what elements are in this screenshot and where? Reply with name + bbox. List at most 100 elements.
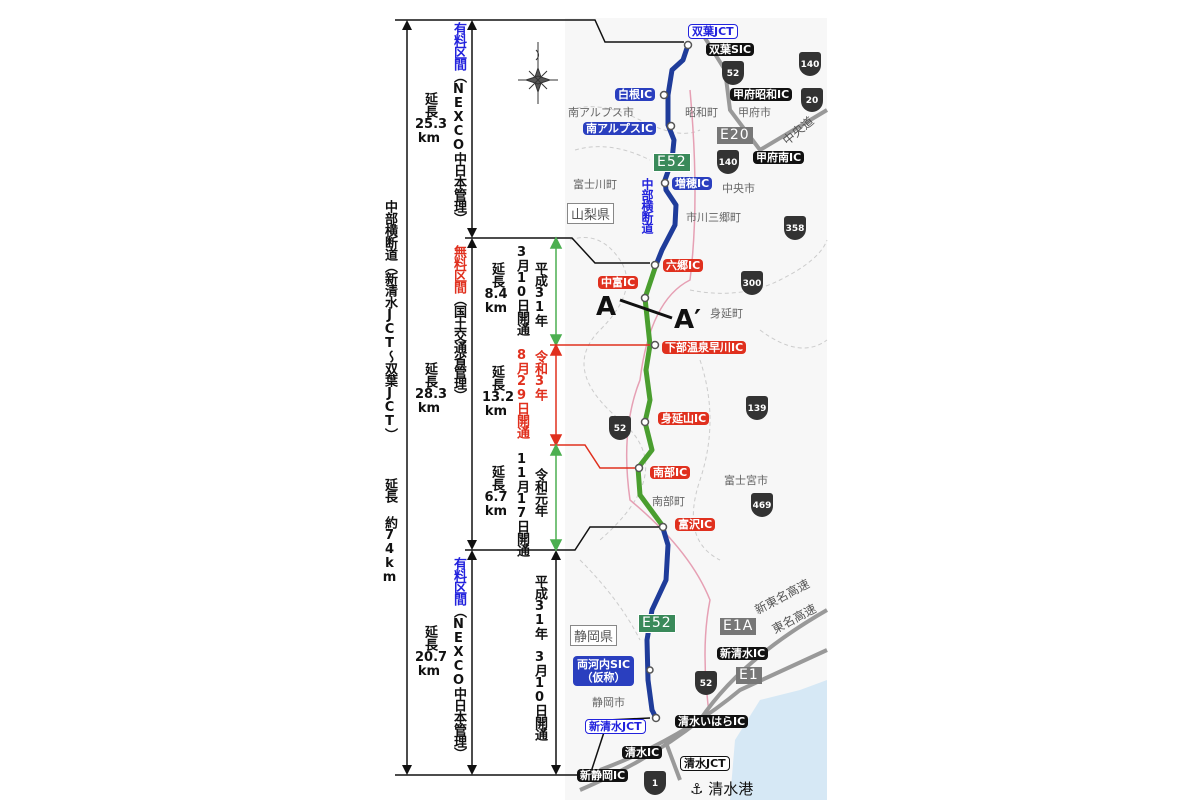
total-route-label: 中部横断道（新清水JCT～双葉JCT） <box>382 200 397 440</box>
ic-kofu-showa[interactable]: 甲府昭和IC <box>730 88 793 101</box>
ic-ryogochi[interactable]: 両河内SIC （仮称） <box>573 656 635 686</box>
length-label: 延長 <box>489 465 504 491</box>
place-shizuoka-city: 静岡市 <box>592 696 625 709</box>
manager-text: （国土交通省管理） <box>451 293 466 401</box>
anchor-icon: ⚓ <box>690 780 704 798</box>
pref-shizuoka: 静岡県 <box>570 625 618 646</box>
length-value: 8.4 <box>484 287 508 302</box>
sea <box>730 680 827 800</box>
manager-text: （NEXCO中日本管理） <box>451 605 466 759</box>
route-name-label: 中部横断道 <box>640 178 654 233</box>
ic-futaba-jct[interactable]: 双葉JCT <box>688 24 738 39</box>
place-minami-alps-city: 南アルプス市 <box>568 106 634 119</box>
compass-icon <box>518 42 558 104</box>
ic-tomizawa[interactable]: 富沢IC <box>675 518 716 531</box>
length-value: 28.3 <box>415 387 448 402</box>
ic-nanbu[interactable]: 南部IC <box>650 466 691 479</box>
pref-yamanashi: 山梨県 <box>567 203 615 224</box>
ic-tentative-note: （仮称） <box>581 671 626 684</box>
section-marker-a: A <box>596 292 617 322</box>
ic-minobusan[interactable]: 身延山IC <box>658 412 710 425</box>
length-value: 25.3 <box>415 117 448 132</box>
free-section-text: 無料区間 <box>451 245 466 293</box>
place-fujinomiya: 富士宮市 <box>724 474 768 487</box>
arrowheads <box>402 20 561 775</box>
ic-masuho[interactable]: 増穂IC <box>672 177 713 190</box>
length-unit: km <box>484 404 508 419</box>
route-shield-300: 300 <box>741 271 763 295</box>
ic-nakatomi[interactable]: 中富IC <box>598 276 639 289</box>
north-length: 延長 25.3 km <box>415 92 448 146</box>
length-value: 6.7 <box>484 490 508 505</box>
ic-shin-shizuoka[interactable]: 新静岡IC <box>577 769 629 782</box>
place-ichikawamisato: 市川三郷町 <box>686 211 741 224</box>
opening-4-date: 3月10日開通 <box>532 650 547 740</box>
length-unit: km <box>417 664 441 679</box>
length-value: 13.2 <box>482 390 515 405</box>
place-nanbu-town: 南部町 <box>652 495 685 508</box>
length-label: 延長 <box>489 262 504 288</box>
opening-3-era: 令和元年 <box>532 468 547 516</box>
route-shield-140: 140 <box>799 52 821 76</box>
highway-e1: E1 <box>736 667 762 684</box>
toll-section-text: 有料区間 <box>451 22 466 70</box>
dimension-lines <box>395 19 684 776</box>
route-shield-140: 140 <box>717 150 739 174</box>
interchange-nodes <box>634 40 693 723</box>
middle-length: 延長 28.3 km <box>415 362 448 416</box>
opening-1-era: 平成31年 <box>532 262 547 326</box>
route-shield-139: 139 <box>746 396 768 420</box>
opening-arrow-h31 <box>549 236 563 347</box>
route-shield-52: 52 <box>695 671 717 695</box>
ic-kofu-minami[interactable]: 甲府南IC <box>753 151 805 164</box>
ic-shimizu-ihara[interactable]: 清水いはらIC <box>675 715 749 728</box>
opening-2-era: 令和3年 <box>532 350 547 400</box>
length-label: 延長 <box>422 362 437 388</box>
length-unit: km <box>417 131 441 146</box>
route-shield-52: 52 <box>722 61 744 85</box>
section-line-a <box>619 298 673 320</box>
north-section-label: 有料区間（NEXCO中日本管理） <box>451 22 466 224</box>
place-chuo-city: 中央市 <box>722 182 755 195</box>
opening-2-length: 延長 13.2 km <box>482 365 515 419</box>
length-unit: km <box>484 301 508 316</box>
highway-e20: E20 <box>717 127 753 144</box>
ic-shirane[interactable]: 白根IC <box>615 88 656 101</box>
length-label: 延長 <box>489 365 504 391</box>
highway-e1a: E1A <box>720 618 757 635</box>
opening-3-date: 11月17日開通 <box>514 452 529 556</box>
middle-section-label: 無料区間（国土交通省管理） <box>451 245 466 401</box>
port-shimizu: ⚓ 清水港 <box>690 778 753 799</box>
toll-section-text: 有料区間 <box>451 557 466 605</box>
manager-text: （NEXCO中日本管理） <box>451 70 466 224</box>
opening-arrow-r3 <box>549 343 650 469</box>
opening-4-era: 平成31年 <box>532 575 547 639</box>
length-label: 延長 <box>422 625 437 651</box>
ic-rokugo[interactable]: 六郷IC <box>663 259 704 272</box>
south-section-label: 有料区間（NEXCO中日本管理） <box>451 557 466 759</box>
south-length: 延長 20.7 km <box>415 625 448 679</box>
length-label: 延長 <box>422 92 437 118</box>
ic-name: 両河内SIC <box>577 658 631 671</box>
opening-3-length: 延長 6.7 km <box>482 465 510 519</box>
route-shield-1: 1 <box>644 771 666 795</box>
length-value: 20.7 <box>415 650 448 665</box>
place-fujikawa: 富士川町 <box>573 178 617 191</box>
opening-arrow-r1 <box>549 443 563 552</box>
place-minobu: 身延町 <box>710 307 743 320</box>
ic-shimizu[interactable]: 清水IC <box>622 746 663 759</box>
highway-e52-south: E52 <box>638 614 676 633</box>
route-shield-20: 20 <box>801 88 823 112</box>
ic-shimizu-jct[interactable]: 清水JCT <box>680 756 730 771</box>
ic-minami-alps[interactable]: 南アルプスIC <box>583 122 657 135</box>
port-label: 清水港 <box>708 780 754 798</box>
route-shield-52: 52 <box>609 416 631 440</box>
ic-shin-shimizu[interactable]: 新清水IC <box>717 647 769 660</box>
ic-futaba-sic[interactable]: 双葉SIC <box>706 43 755 56</box>
place-kofu: 甲府市 <box>738 106 771 119</box>
highway-e52-north: E52 <box>653 153 691 172</box>
length-unit: km <box>484 504 508 519</box>
ic-shimobe[interactable]: 下部温泉早川IC <box>662 341 747 354</box>
length-unit: km <box>417 401 441 416</box>
ic-shin-shimizu-jct[interactable]: 新清水JCT <box>585 719 646 734</box>
